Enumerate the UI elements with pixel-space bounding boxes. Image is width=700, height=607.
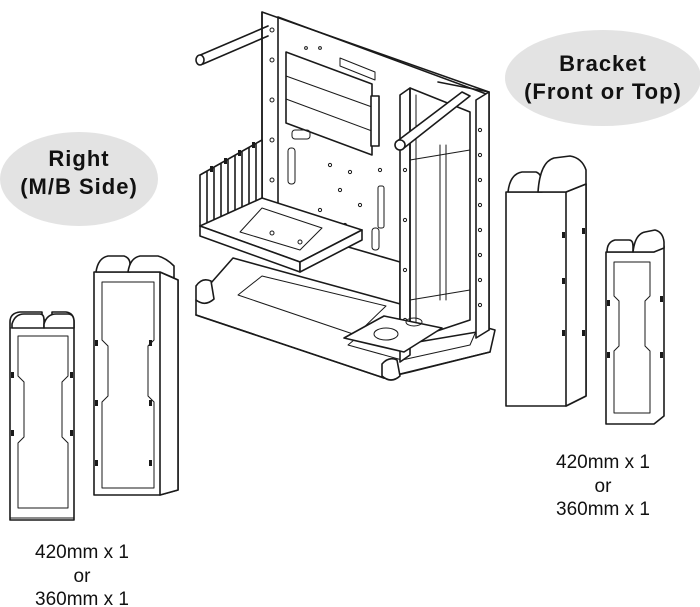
psu-shelf-edge — [299, 229, 363, 273]
bottom-bracket — [343, 315, 443, 353]
right-spec-text: 420mm x 1 or 360mm x 1 — [556, 452, 650, 520]
radiator-core — [17, 335, 69, 509]
drive-bay-line — [285, 75, 373, 108]
callout-subtitle: (M/B Side) — [20, 174, 138, 199]
radiator-core — [613, 261, 651, 414]
end-tank — [507, 171, 543, 193]
top-rail — [437, 81, 490, 93]
callout-title: Right — [48, 146, 109, 171]
cable-cutout — [287, 147, 296, 185]
spec-line: 360mm x 1 — [556, 499, 650, 520]
right-radiator-small — [605, 229, 665, 425]
spec-line: or — [595, 476, 613, 497]
foot — [195, 279, 215, 305]
end-tank — [43, 313, 75, 329]
spec-line: 360mm x 1 — [35, 589, 129, 607]
connector — [370, 95, 380, 147]
spec-line: 420mm x 1 — [35, 542, 129, 563]
frame-line — [409, 149, 471, 161]
spec-line: or — [74, 566, 92, 587]
cable-cutout — [371, 227, 380, 251]
frame-line — [409, 289, 471, 301]
psu-opening — [239, 207, 323, 251]
callout-bubble — [0, 132, 158, 226]
right-side-callout: Right (M/B Side) — [0, 132, 158, 226]
radiator-body — [9, 311, 75, 521]
base-edge — [383, 351, 491, 379]
end-tank — [95, 255, 131, 273]
left-spec-text: 420mm x 1 or 360mm x 1 — [35, 542, 129, 607]
end-tank — [632, 229, 665, 253]
drive-bay-line — [285, 98, 373, 132]
base-edge — [195, 314, 385, 379]
left-radiator-small — [9, 311, 75, 521]
rail-rod — [202, 35, 269, 65]
radiator-core — [101, 281, 155, 489]
end-tank — [537, 155, 587, 193]
frame-pillar — [475, 91, 490, 339]
frame-pillar — [399, 87, 411, 363]
radiator-body — [605, 245, 665, 425]
cutout — [339, 57, 376, 81]
end-tank — [127, 255, 175, 279]
mount-tab — [11, 372, 14, 378]
tray-edge — [277, 16, 490, 96]
mount-tab — [11, 430, 14, 436]
end-tank — [11, 313, 45, 329]
radiator-side — [565, 183, 587, 407]
cable-cutout — [291, 129, 311, 140]
bracket-callout: Bracket (Front or Top) — [505, 30, 700, 126]
foot — [381, 357, 401, 381]
mount-tab — [70, 430, 73, 436]
right-radiator-large — [505, 155, 587, 407]
rail-rod — [197, 25, 269, 57]
left-radiator-large — [93, 255, 179, 496]
callout-title: Bracket — [559, 51, 647, 76]
bracket-hole — [373, 327, 399, 341]
spec-line: 420mm x 1 — [556, 452, 650, 473]
mount-tab — [70, 372, 73, 378]
bracket-hole — [405, 317, 423, 327]
cable-cutout — [377, 185, 385, 229]
end-tank — [606, 239, 634, 253]
rod-end — [195, 54, 205, 66]
chassis-illustration — [195, 11, 496, 381]
crossbar-end — [394, 139, 406, 151]
callout-subtitle: (Front or Top) — [524, 79, 682, 104]
base-panel — [237, 275, 387, 336]
radiator-side — [159, 271, 179, 496]
screw-holes — [269, 27, 383, 228]
callout-bubble — [505, 30, 700, 126]
